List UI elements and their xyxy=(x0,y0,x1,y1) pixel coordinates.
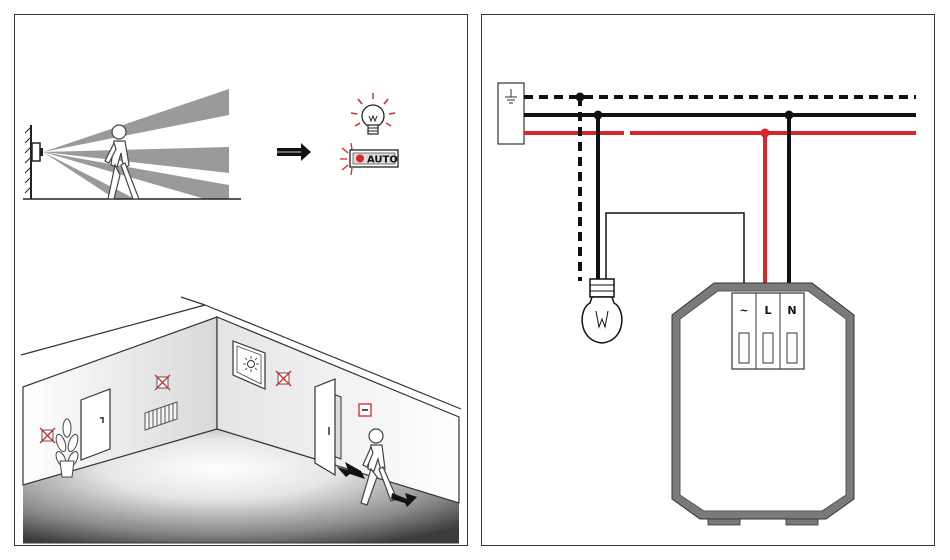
wall-sensor-icon xyxy=(359,404,371,416)
motion-sensor-icon xyxy=(25,125,43,199)
arrow-right-icon xyxy=(277,143,311,161)
auto-button-icon: AUTO xyxy=(340,143,398,175)
terminal-label-live: L xyxy=(764,304,771,317)
room-scene xyxy=(21,297,461,543)
motion-detection-scene: AUTO xyxy=(23,89,398,199)
door-icon xyxy=(81,389,110,460)
light-bulb-on-icon xyxy=(351,93,395,134)
sensor-crossed-icon xyxy=(276,371,291,386)
sensor-crossed-icon xyxy=(155,375,170,390)
right-panel: ~ L N xyxy=(481,14,935,546)
left-panel: AUTO xyxy=(14,14,468,546)
switch-module-icon: ~ L N xyxy=(672,283,854,525)
wiring-diagram: ~ L N xyxy=(482,15,934,545)
terminal-label-switched: ~ xyxy=(739,304,748,317)
terminal-label-neutral: N xyxy=(787,304,796,317)
light-bulb-icon xyxy=(582,279,622,343)
auto-button-label: AUTO xyxy=(367,155,398,166)
sensor-crossed-icon xyxy=(40,428,55,443)
ground-symbol-icon xyxy=(498,83,524,144)
left-illustration: AUTO xyxy=(15,15,467,545)
detection-beams xyxy=(43,89,229,199)
